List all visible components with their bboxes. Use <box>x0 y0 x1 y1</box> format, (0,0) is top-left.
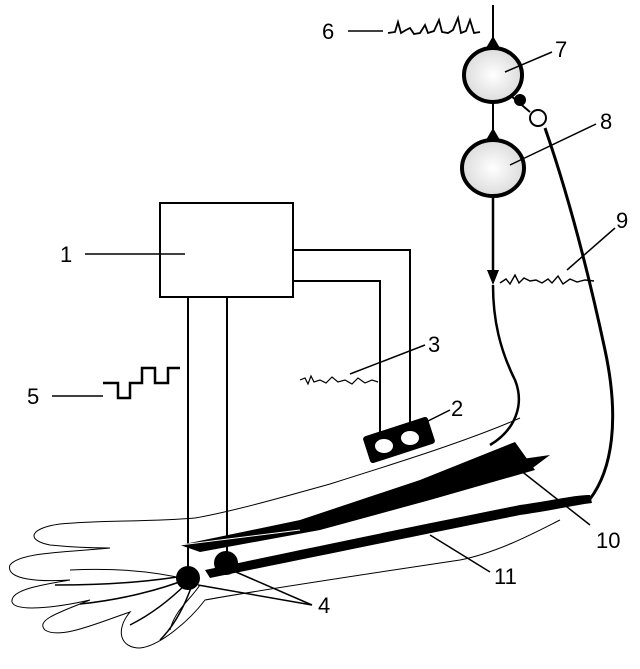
label-2: 2 <box>451 396 463 421</box>
label-6: 6 <box>322 19 334 44</box>
stim-electrode-a <box>176 566 200 590</box>
electrode-pad-b <box>401 431 419 445</box>
nerve-11 <box>205 495 592 578</box>
label-10-leader <box>519 469 591 526</box>
label-11: 11 <box>494 564 517 589</box>
label-8-leader <box>509 123 597 166</box>
spinal-axon-tip <box>486 36 500 48</box>
palm-line-4 <box>159 584 193 641</box>
wire-outer <box>293 249 411 428</box>
waveform-3 <box>299 374 379 386</box>
afferent-ring <box>529 109 547 127</box>
label-3: 3 <box>428 332 440 357</box>
waveform-9 <box>499 273 595 286</box>
label-4: 4 <box>318 593 330 618</box>
label-11-leader <box>429 534 491 573</box>
palm-line-1 <box>54 574 191 586</box>
wire-inner <box>293 280 381 438</box>
stim-electrode-b <box>214 551 238 575</box>
neuron-link-tip <box>486 128 500 140</box>
label-10: 10 <box>596 528 620 553</box>
waveform-5 <box>103 366 180 400</box>
label-7: 7 <box>555 37 567 62</box>
stimulator-box <box>159 202 294 298</box>
afferent-dot <box>514 94 526 106</box>
label-4-leader-a <box>197 584 313 606</box>
neuron-7 <box>462 46 524 104</box>
thumb-line <box>169 584 201 631</box>
label-2-leader <box>419 409 451 426</box>
label-8: 8 <box>600 109 612 134</box>
forearm-outline <box>9 417 561 649</box>
label-4-leader-b <box>235 571 313 606</box>
efferent-axon-lower <box>489 284 520 447</box>
label-5: 5 <box>27 384 39 409</box>
label-3-leader <box>349 344 426 375</box>
afferent-connector <box>509 94 531 113</box>
muscle-10-thin <box>179 529 301 546</box>
muscle-10 <box>180 442 535 552</box>
nerve-11-ascending <box>543 127 615 500</box>
electrode-pad-a <box>375 439 393 453</box>
efferent-arrow <box>487 270 499 285</box>
waveform-6 <box>387 14 481 35</box>
neuron-8 <box>460 138 526 198</box>
label-9-leader <box>566 227 616 271</box>
muscle-10-tip <box>515 455 550 470</box>
label-1: 1 <box>60 242 72 267</box>
label-9: 9 <box>616 208 628 233</box>
label-7-leader <box>504 51 553 73</box>
